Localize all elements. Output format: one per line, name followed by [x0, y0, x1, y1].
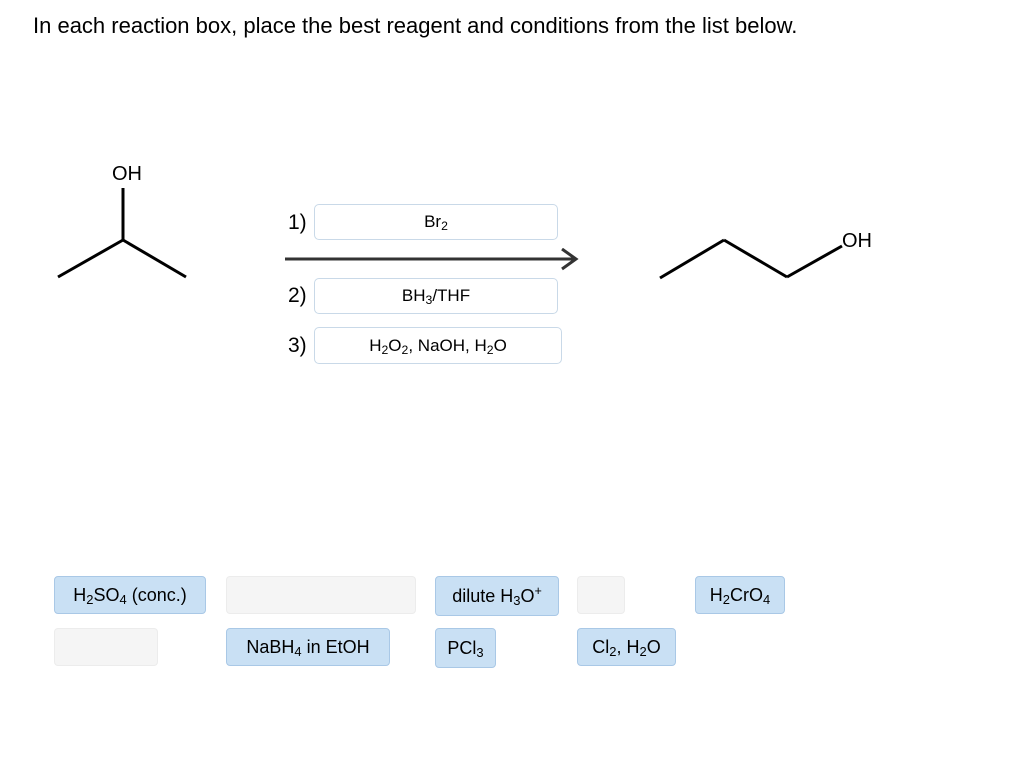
formula-text: BH3/THF: [401, 286, 471, 308]
formula-text: H2CrO4: [709, 584, 771, 607]
reagent-nabh4-etoh[interactable]: NaBH4 in EtOH: [226, 628, 390, 666]
instruction-text: In each reaction box, place the best rea…: [33, 13, 798, 38]
reagent-empty-slot[interactable]: [226, 576, 416, 614]
reagent-h2so4-conc[interactable]: H2SO4 (conc.): [54, 576, 206, 614]
product-bond-3: [786, 244, 843, 279]
step-3-drop-box[interactable]: H2O2, NaOH, H2O: [314, 327, 562, 364]
formula-text: Br2: [424, 212, 448, 234]
reagent-cl2-h2o[interactable]: Cl2, H2O: [577, 628, 676, 666]
reaction-arrow: [285, 248, 579, 271]
reagent-pcl3[interactable]: PCl3: [435, 628, 496, 668]
reactant-oh-label: OH: [112, 163, 142, 185]
step-3-number: 3): [288, 334, 307, 357]
step-1-number: 1): [288, 211, 307, 234]
step-2-number: 2): [288, 284, 307, 307]
product-structure: OH: [659, 230, 872, 280]
reagent-h2cro4[interactable]: H2CrO4: [695, 576, 785, 614]
step-2-drop-box[interactable]: BH3/THF: [314, 278, 558, 314]
product-oh-label: OH: [842, 230, 872, 252]
reagent-empty-slot[interactable]: [54, 628, 158, 666]
reagent-dilute-h3o[interactable]: dilute H3O+: [435, 576, 559, 616]
reagent-empty-slot[interactable]: [577, 576, 625, 614]
formula-text: H2SO4 (conc.): [73, 584, 187, 607]
reactant-left-bond: [57, 238, 124, 279]
product-bond-2: [723, 238, 788, 279]
formula-text: dilute H3O+: [452, 583, 542, 608]
formula-text: Cl2, H2O: [592, 636, 661, 659]
reactant-structure: OH: [57, 163, 187, 279]
reactant-right-bond: [122, 238, 187, 279]
product-bond-1: [659, 238, 725, 280]
step-1-drop-box[interactable]: Br2: [314, 204, 558, 240]
formula-text: PCl3: [447, 637, 484, 660]
formula-text: H2O2, NaOH, H2O: [369, 335, 507, 357]
formula-text: NaBH4 in EtOH: [246, 636, 370, 659]
